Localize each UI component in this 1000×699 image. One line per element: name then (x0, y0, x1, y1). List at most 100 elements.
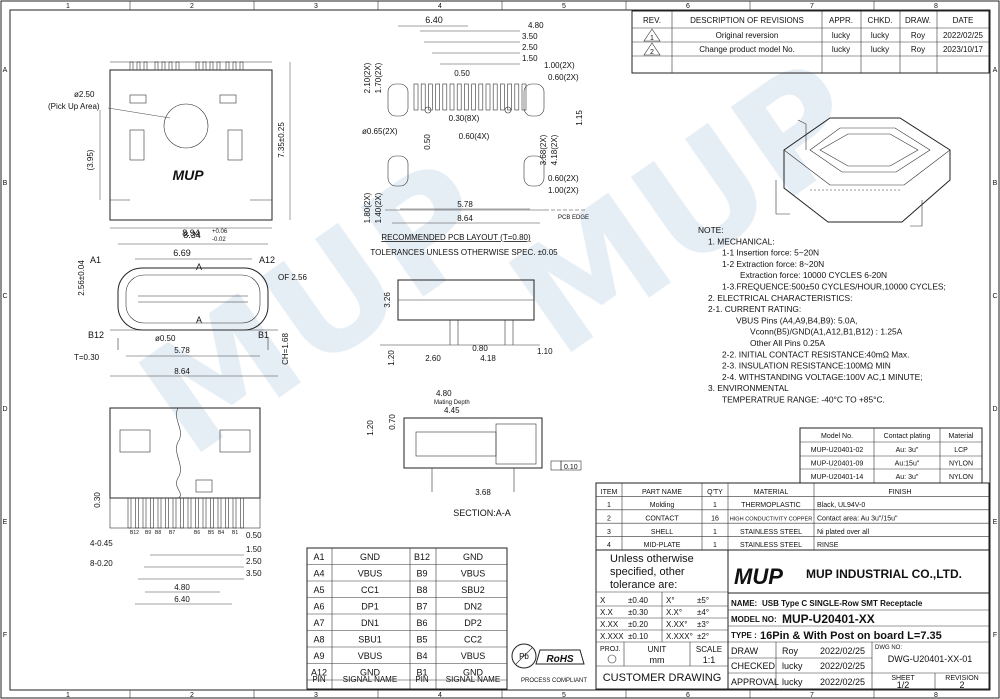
bottom-pin-lead (142, 497, 147, 529)
pin-a12-label: A12 (259, 255, 275, 265)
pin-b-B6: B6 (416, 618, 427, 628)
frame-row-left-C: C (2, 293, 7, 300)
frame-col-top-5: 5 (562, 3, 566, 10)
bom-cell-3-1: 3 (607, 529, 611, 536)
pin-b-B12: B12 (414, 552, 430, 562)
frame-col-top-8: 8 (934, 3, 938, 10)
dim-pcb-0-60-b: 0.60(2X) (548, 174, 579, 183)
sheet-label: SHEET (891, 675, 915, 682)
signal-b-B8: SBU2 (461, 585, 485, 595)
bom-cell-1-4: THERMOPLASTIC (741, 502, 801, 509)
frame-row-right-F: F (993, 632, 997, 639)
dim-pcb-0-50: 0.50 (454, 69, 470, 78)
tol-angle-label-2: X.X° (666, 608, 682, 617)
dim-top-width: 8.94 (182, 228, 200, 238)
pin-a-A9: A9 (313, 651, 324, 661)
draw-label: DRAW (731, 646, 759, 656)
mating-depth-label: Mating Depth (434, 400, 470, 406)
top-view-logo: MUP (172, 167, 204, 183)
pin-a1-label: A1 (90, 255, 101, 265)
model-material-1: LCP (954, 447, 968, 454)
dim-section-1-20: 1.20 (366, 420, 375, 436)
signal-header-1: SIGNAL NAME (343, 675, 397, 684)
pcb-pad (514, 83, 520, 111)
company-name: MUP INDUSTRIAL CO.,LTD. (806, 567, 962, 581)
tol-linear-value-1: ±0.40 (628, 596, 649, 605)
model-plating-2: Au:15u" (895, 461, 920, 468)
frame-col-top-4: 4 (438, 3, 442, 10)
frame-col-bottom-4: 4 (438, 692, 442, 699)
note-line-16: TEMPERATRUE RANGE: -40°C TO +85°C. (722, 395, 885, 405)
bottom-pin-b1: B1 (232, 530, 238, 536)
bottom-pin-b8: B8 (155, 530, 161, 536)
bom-cell-1-1: 1 (607, 502, 611, 509)
frame-row-right-A: A (993, 67, 998, 74)
draw-name: Roy (782, 646, 799, 656)
frame-col-top-3: 3 (314, 3, 318, 10)
scale-label: SCALE (696, 645, 722, 654)
model-material-3: NYLON (949, 474, 973, 481)
note-line-6: 1-3.FREQUENCE:500±50 CYCLES/HOUR,10000 C… (722, 282, 946, 292)
flatness-symbol-icon (550, 460, 562, 471)
pcb-pad (492, 83, 498, 111)
dim-pcb-0-60: 0.60(2X) (548, 73, 579, 82)
frame-col-top-6: 6 (686, 3, 690, 10)
draw-date: 2022/02/25 (820, 646, 865, 656)
tol-linear-label-4: X.XXX (600, 632, 624, 641)
bom-cell-2-4: HIGH CONDUCTIVITY COPPER (730, 516, 813, 522)
bom-header-2: PART NAME (642, 489, 682, 496)
bottom-pin-lead (225, 497, 229, 529)
tol-angle-value-3: ±3° (697, 620, 709, 629)
approval-name: lucky (782, 677, 803, 687)
dim-pcb-2-50: 2.50 (522, 43, 538, 52)
note-line-9: VBUS Pins (A4,A9,B4,B9): 5.0A, (736, 315, 858, 325)
dim-pcb-4-80: 4.80 (528, 21, 544, 30)
dim-bottom-0-30: 0.30 (93, 492, 102, 508)
model-header-3: Material (949, 433, 974, 440)
frame-row-left-D: D (2, 406, 7, 413)
signal-a-A6: DP1 (361, 602, 379, 612)
pcb-layout: PCB EDGE 6.40 4.80 3.50 2.50 1.50 0.50 1… (362, 15, 589, 257)
bom-cell-2-3: 16 (711, 515, 719, 522)
rev-row2-draw: Roy (911, 45, 925, 54)
dim-pcb-3-68: 3.68(2X) (539, 134, 548, 165)
dim-pcb-0-30: 0.30(8X) (449, 114, 480, 123)
signal-b-B5: CC2 (464, 635, 482, 645)
tol-angle-value-4: ±2° (697, 632, 709, 641)
signal-b-B12: GND (463, 552, 484, 562)
pcb-pad (478, 83, 484, 111)
pin-a-A8: A8 (313, 635, 324, 645)
bottom-pin-lead (202, 497, 207, 529)
dim-front-of-2-56: OF 2.56 (278, 273, 307, 282)
dim-pcb-1-00-b: 1.00(2X) (548, 186, 579, 195)
tol-angle-value-1: ±5° (697, 596, 709, 605)
projection-symbol-icon (607, 654, 617, 664)
rev-row1-rev: 1 (650, 35, 654, 42)
tol-linear-label-1: X (600, 596, 606, 605)
dim-side-3-26: 3.26 (383, 292, 392, 308)
pcb-pad (485, 83, 491, 111)
top-view: MUP ø2.50 (Pick Up Area) (3.95) 7.35±0.2… (48, 61, 291, 238)
dwg-number: DWG-U20401-XX-01 (888, 654, 973, 664)
signal-b-B1: GND (463, 668, 484, 678)
notes-block: NOTE:1. MECHANICAL:1-1 Insertion force: … (698, 225, 946, 405)
bottom-pin-lead (150, 497, 154, 529)
bom-cell-1-2: Molding (650, 502, 675, 509)
note-line-7: 2. ELECTRICAL CHARACTERISTICS: (708, 293, 852, 303)
bottom-pin-b9: B9 (145, 530, 151, 536)
scale-value: 1:1 (703, 655, 716, 665)
frame-col-bottom-1: 1 (66, 692, 70, 699)
signal-a-A8: SBU1 (358, 635, 382, 645)
bottom-pin-lead (180, 497, 184, 529)
pickup-area-label: (Pick Up Area) (48, 102, 100, 111)
dim-section-4-45: 4.45 (444, 406, 460, 415)
signal-a-A12: GND (360, 668, 381, 678)
section-a-top: A (196, 262, 202, 272)
dim-front-tol-plus: +0.06 (212, 229, 228, 235)
part-name: USB Type C SINGLE-Row SMT Receptacle (762, 599, 923, 608)
note-line-10: Vconn(B5)/GND(A1,A12,B1,B12) : 1.25A (750, 327, 903, 337)
dim-bottom-8-020: 8-0.20 (90, 559, 113, 568)
